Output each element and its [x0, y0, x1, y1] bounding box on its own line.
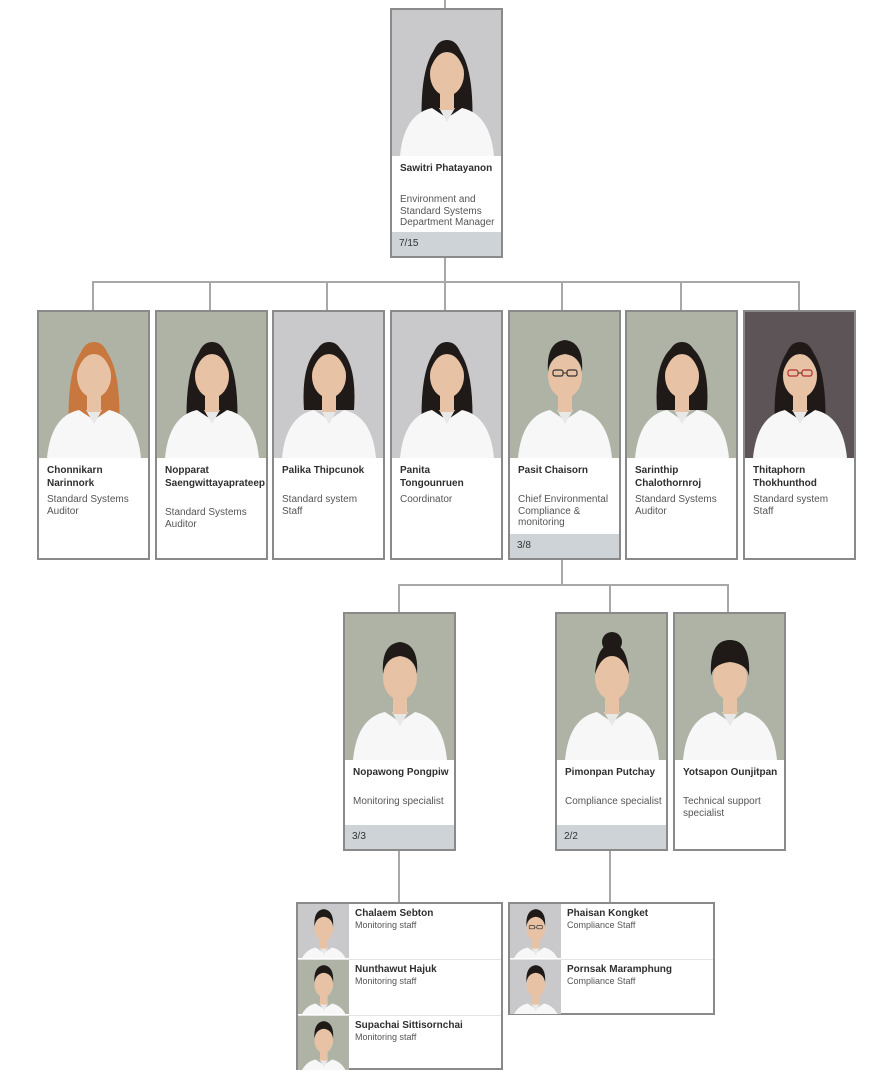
person-name: Sawitri Phatayanon	[400, 163, 493, 174]
person-role: Standard Systems Auditor	[635, 494, 717, 517]
person-photo	[557, 614, 666, 760]
person-role: Monitoring specialist	[353, 796, 444, 807]
staff-role: Monitoring staff	[355, 976, 417, 986]
person-role: Technical support specialist	[683, 796, 761, 819]
sub-team-card[interactable]: Nopawong Pongpiw Monitoring specialist 3…	[343, 612, 456, 851]
person-photo	[345, 614, 454, 760]
staff-name: Supachai Sittisornchai	[355, 1020, 463, 1031]
report-count-badge[interactable]: 7/15	[392, 232, 501, 256]
connector-drop	[326, 281, 328, 311]
connector-drop	[727, 584, 729, 613]
person-name: Palika Thipcunok	[282, 465, 365, 476]
staff-role: Compliance Staff	[567, 976, 636, 986]
person-role: Standard system Staff	[282, 494, 358, 517]
staff-role: Monitoring staff	[355, 1032, 417, 1042]
person-photo	[675, 614, 784, 760]
person-photo	[392, 312, 501, 458]
person-role: Standard system Staff	[753, 494, 829, 517]
staff-photo	[298, 904, 349, 958]
connector-drop	[680, 281, 682, 311]
staff-photo	[510, 960, 561, 1014]
team-card[interactable]: Sarinthip Chalothornroj Standard Systems…	[625, 310, 738, 560]
person-name: Yotsapon Ounjitpan	[683, 767, 778, 778]
connector-drop	[444, 281, 446, 311]
team-card[interactable]: Palika Thipcunok Standard system Staff	[272, 310, 385, 560]
staff-photo	[298, 960, 349, 1014]
person-photo	[745, 312, 854, 458]
person-role: Chief Environmental Compliance & monitor…	[518, 494, 609, 528]
manager-card[interactable]: Sawitri Phatayanon Environment and Stand…	[390, 8, 503, 258]
person-photo	[510, 312, 619, 458]
connector-pasit-down	[561, 559, 563, 585]
connector-level2-bar	[92, 281, 800, 283]
person-name: Chonnikarn Narinnork	[47, 465, 103, 489]
staff-row[interactable]: Pornsak Maramphung Compliance Staff	[510, 960, 713, 1015]
staff-photo	[510, 904, 561, 958]
person-role: Standard Systems Auditor	[165, 507, 247, 530]
connector-drop	[561, 281, 563, 311]
person-role: Compliance specialist	[565, 796, 662, 807]
staff-photo	[298, 1016, 349, 1070]
monitoring-staff-list: Chalaem Sebton Monitoring staff Nunthawu…	[296, 902, 503, 1070]
report-count-badge[interactable]: 3/8	[510, 534, 619, 558]
connector-drop	[92, 281, 94, 311]
team-card[interactable]: Nopparat Saengwittayaprateep Standard Sy…	[155, 310, 268, 560]
person-name: Pasit Chaisorn	[518, 465, 589, 476]
compliance-staff-list: Phaisan Kongket Compliance Staff Pornsak…	[508, 902, 715, 1015]
report-count-badge[interactable]: 3/3	[345, 825, 454, 849]
connector-monitoring-down	[398, 850, 400, 903]
person-role: Coordinator	[400, 494, 453, 505]
person-photo	[157, 312, 266, 458]
team-card[interactable]: Panita Tongounruen Coordinator	[390, 310, 503, 560]
staff-name: Pornsak Maramphung	[567, 964, 673, 975]
connector-level3-bar	[398, 584, 728, 586]
person-name: Nopparat Saengwittayaprateep	[165, 465, 266, 489]
staff-row[interactable]: Phaisan Kongket Compliance Staff	[510, 904, 713, 960]
connector-drop	[209, 281, 211, 311]
connector-top-stub	[444, 0, 446, 9]
staff-row[interactable]: Chalaem Sebton Monitoring staff	[298, 904, 501, 960]
staff-row[interactable]: Supachai Sittisornchai Monitoring staff	[298, 1016, 501, 1071]
team-card[interactable]: Pasit Chaisorn Chief Environmental Compl…	[508, 310, 621, 560]
connector-compliance-down	[609, 850, 611, 903]
person-name: Pimonpan Putchay	[565, 767, 656, 778]
report-count-badge[interactable]: 2/2	[557, 825, 666, 849]
staff-name: Nunthawut Hajuk	[355, 964, 437, 975]
connector-drop	[609, 584, 611, 613]
person-name: Sarinthip Chalothornroj	[635, 465, 702, 489]
team-card[interactable]: Thitaphorn Thokhunthod Standard system S…	[743, 310, 856, 560]
connector-drop	[398, 584, 400, 613]
staff-name: Chalaem Sebton	[355, 908, 434, 919]
person-name: Panita Tongounruen	[400, 465, 464, 489]
person-name: Nopawong Pongpiw	[353, 767, 449, 778]
staff-role: Compliance Staff	[567, 920, 636, 930]
connector-manager-down	[444, 257, 446, 282]
connector-drop	[798, 281, 800, 311]
staff-name: Phaisan Kongket	[567, 908, 649, 919]
person-photo	[392, 10, 501, 156]
person-photo	[627, 312, 736, 458]
sub-team-card[interactable]: Pimonpan Putchay Compliance specialist 2…	[555, 612, 668, 851]
staff-row[interactable]: Nunthawut Hajuk Monitoring staff	[298, 960, 501, 1016]
person-role: Environment and Standard Systems Departm…	[400, 194, 495, 228]
person-role: Standard Systems Auditor	[47, 494, 129, 517]
person-name: Thitaphorn Thokhunthod	[753, 465, 817, 489]
team-card[interactable]: Chonnikarn Narinnork Standard Systems Au…	[37, 310, 150, 560]
person-photo	[274, 312, 383, 458]
person-photo	[39, 312, 148, 458]
staff-role: Monitoring staff	[355, 920, 417, 930]
sub-team-card[interactable]: Yotsapon Ounjitpan Technical support spe…	[673, 612, 786, 851]
